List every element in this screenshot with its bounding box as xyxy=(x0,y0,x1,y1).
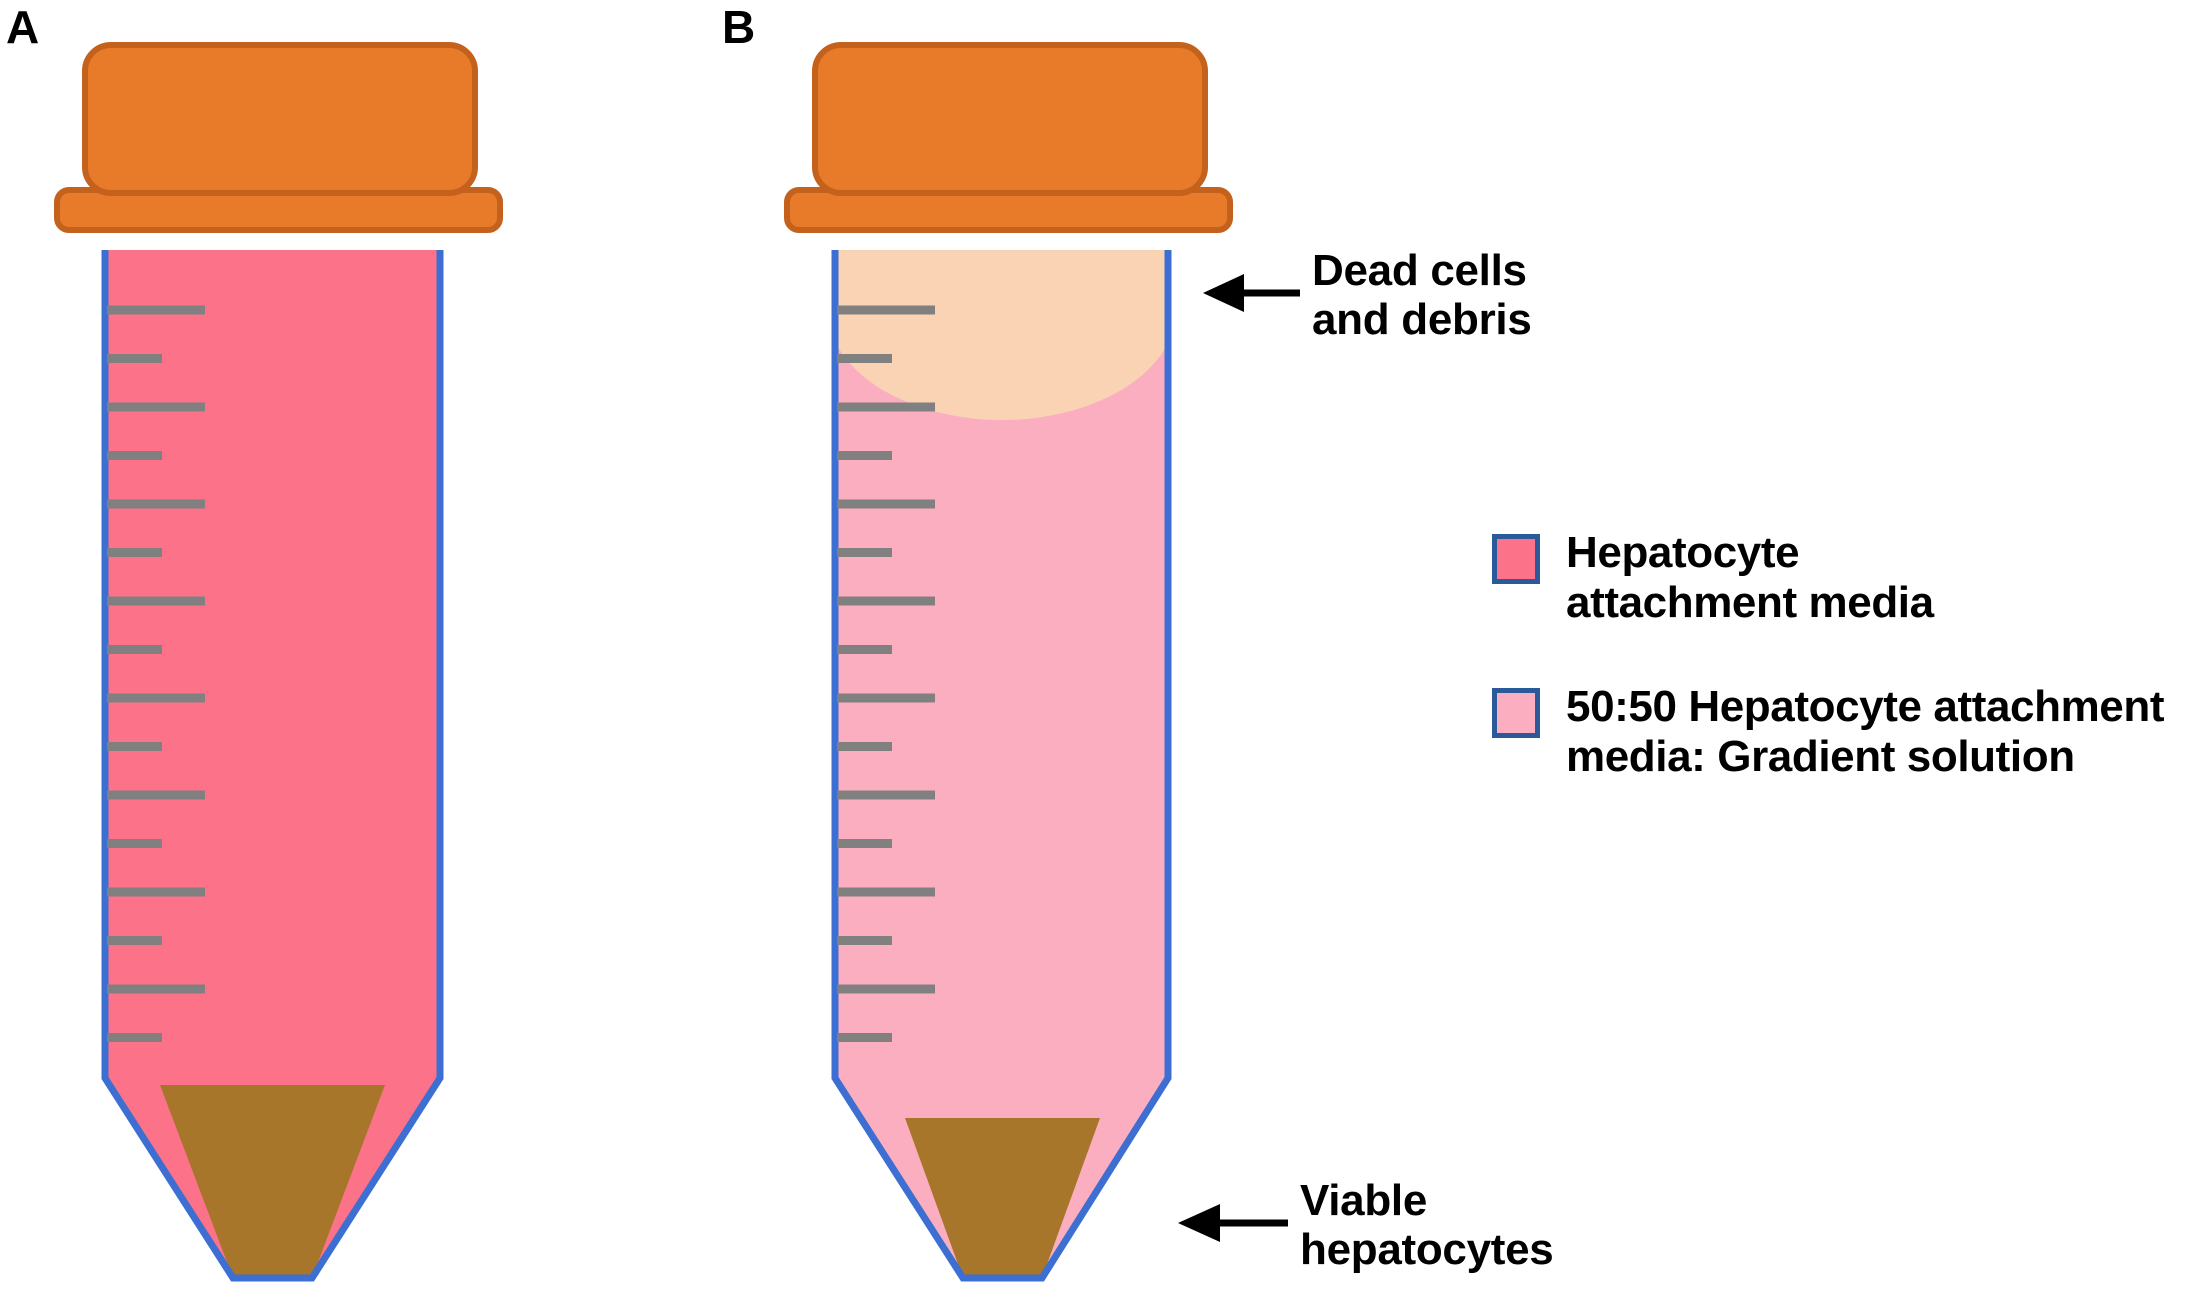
legend-swatch-hepatocyte-media xyxy=(1492,534,1540,584)
tube-b-group xyxy=(784,42,1233,1282)
tube-a-outline xyxy=(101,250,444,1282)
tube-b-cap-body xyxy=(812,42,1208,196)
tube-b-debris-layer xyxy=(835,250,1168,420)
tube-a-group xyxy=(54,42,503,1282)
callout-label-dead-cells: Dead cells and debris xyxy=(1312,246,1532,345)
legend-swatch-gradient-mix xyxy=(1492,688,1540,739)
tube-a-graduations xyxy=(107,305,205,1042)
tube-b-pellet xyxy=(905,1118,1100,1278)
arrow-viable-hepatocytes xyxy=(1178,1204,1288,1242)
tube-b-contents xyxy=(835,250,1168,1278)
panel-letter-a: A xyxy=(6,1,39,53)
arrow-dead-cells xyxy=(1203,274,1300,312)
legend-label-gradient-mix: 50:50 Hepatocyte attachment media: Gradi… xyxy=(1566,682,2165,782)
tube-b-outline xyxy=(831,250,1172,1282)
legend-item-hepatocyte-media: Hepatocyte attachment media xyxy=(1492,528,2192,628)
tube-b-graduations xyxy=(837,305,935,1042)
tube-a-cap-body xyxy=(82,42,478,196)
panel-letter-b: B xyxy=(722,1,755,53)
tube-a-contents xyxy=(105,250,440,1278)
callout-label-viable-hepatocytes: Viable hepatocytes xyxy=(1300,1176,1554,1275)
tube-b-media-fill xyxy=(835,250,1168,1278)
legend: Hepatocyte attachment media 50:50 Hepato… xyxy=(1492,528,2192,837)
legend-label-hepatocyte-media: Hepatocyte attachment media xyxy=(1566,528,1934,628)
legend-item-gradient-mix: 50:50 Hepatocyte attachment media: Gradi… xyxy=(1492,682,2192,782)
tube-a-pellet xyxy=(160,1085,385,1278)
tube-b-debris-meniscus xyxy=(835,250,1168,420)
